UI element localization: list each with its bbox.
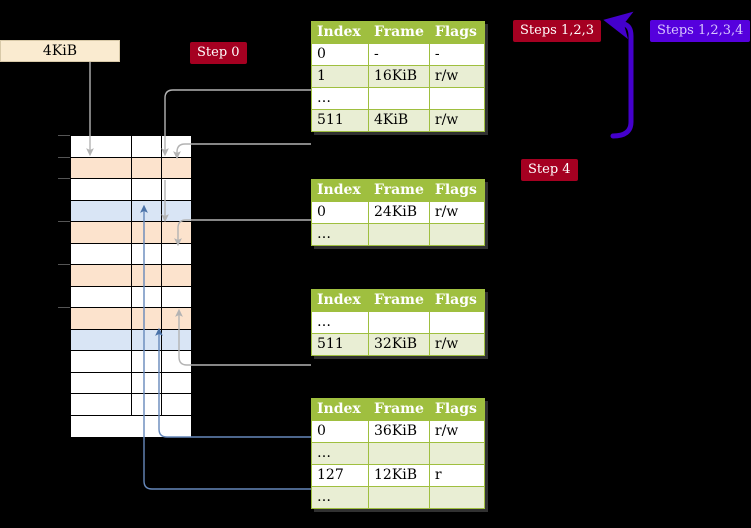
table-row: …: [311, 223, 485, 246]
column-header-flags: Flags: [428, 179, 485, 202]
memory-tick: [58, 156, 70, 158]
table-row: 511 4KiB r/w: [311, 109, 485, 132]
cell-index: …: [311, 223, 369, 246]
column-header-frame: Frame: [368, 179, 430, 202]
memory-column-divider: [161, 136, 162, 415]
cell-frame: 12KiB: [368, 464, 430, 487]
cell-flags: -: [428, 43, 485, 66]
cell-index: 511: [311, 333, 369, 356]
cell-index: 0: [311, 201, 369, 224]
cell-index: 0: [311, 420, 369, 443]
cell-frame: [368, 87, 430, 110]
memory-tick: [58, 135, 70, 136]
cell-flags: [428, 442, 485, 465]
cell-index: 511: [311, 109, 369, 132]
column-header-frame: Frame: [368, 289, 430, 312]
cell-frame: 4KiB: [368, 109, 430, 132]
memory-tick: [58, 264, 70, 265]
arrow-steps-1234-bracket: [603, 11, 634, 139]
cell-frame: [368, 442, 430, 465]
cell-flags: [428, 311, 485, 334]
table-row: 0 - -: [311, 43, 485, 66]
cell-index: 0: [311, 43, 369, 66]
cell-frame: -: [368, 43, 430, 66]
arrow-table1-row511-to-memory: [173, 143, 311, 160]
table-row: …: [311, 442, 485, 465]
cell-flags: r/w: [428, 65, 485, 88]
cell-frame: 16KiB: [368, 65, 430, 88]
table-row: 511 32KiB r/w: [311, 333, 485, 356]
page-table-level-4: Index Frame Flags 0 36KiB r/w … 127 12Ki…: [311, 398, 485, 509]
cell-frame: 32KiB: [368, 333, 430, 356]
arrow-table2-to-memory: [174, 219, 311, 247]
cell-index: …: [311, 486, 369, 509]
memory-tick: [58, 307, 70, 308]
page-table-level-1: Index Frame Flags 0 - - 1 16KiB r/w …: [311, 21, 485, 132]
memory-column-divider: [131, 136, 132, 415]
column-header-index: Index: [311, 21, 369, 44]
table-row: …: [311, 87, 485, 110]
cell-index: …: [311, 311, 369, 334]
column-header-index: Index: [311, 289, 369, 312]
badge-steps-123: Steps 1,2,3: [513, 20, 602, 42]
memory-tick: [58, 221, 70, 222]
badge-step-4: Step 4: [521, 159, 578, 181]
page-table-level-3: Index Frame Flags … 511 32KiB r/w: [311, 289, 485, 356]
cell-flags: r/w: [428, 201, 485, 224]
cell-flags: r: [428, 464, 485, 487]
cell-index: 1: [311, 65, 369, 88]
frame-size-box: 4KiB: [0, 40, 120, 62]
cell-index: …: [311, 87, 369, 110]
frame-size-label: 4KiB: [42, 43, 78, 59]
memory-tick: [58, 178, 70, 179]
cell-flags: r/w: [428, 333, 485, 356]
table-row: 0 36KiB r/w: [311, 420, 485, 443]
table-row: 127 12KiB r: [311, 464, 485, 487]
column-header-flags: Flags: [428, 398, 485, 421]
cell-flags: [428, 87, 485, 110]
column-header-frame: Frame: [368, 21, 430, 44]
cell-frame: [368, 223, 430, 246]
cell-flags: [428, 486, 485, 509]
column-header-index: Index: [311, 398, 369, 421]
table-row: …: [311, 486, 485, 509]
cell-frame: 36KiB: [368, 420, 430, 443]
page-table-level-2: Index Frame Flags 0 24KiB r/w …: [311, 179, 485, 246]
cell-index: …: [311, 442, 369, 465]
badge-steps-1234: Steps 1,2,3,4: [650, 20, 751, 42]
table-row: 1 16KiB r/w: [311, 65, 485, 88]
badge-step-0: Step 0: [190, 42, 247, 64]
column-header-flags: Flags: [428, 289, 485, 312]
column-header-flags: Flags: [428, 21, 485, 44]
table-row: 0 24KiB r/w: [311, 201, 485, 224]
physical-memory-column: [70, 135, 191, 437]
memory-frame-row: [71, 415, 191, 437]
column-header-frame: Frame: [368, 398, 430, 421]
arrow-table3-to-memory: [175, 308, 311, 366]
column-header-index: Index: [311, 179, 369, 202]
cell-flags: r/w: [428, 420, 485, 443]
cell-frame: [368, 486, 430, 509]
cell-frame: 24KiB: [368, 201, 430, 224]
cell-index: 127: [311, 464, 369, 487]
table-row: …: [311, 311, 485, 334]
cell-flags: r/w: [428, 109, 485, 132]
cell-frame: [368, 311, 430, 334]
cell-flags: [428, 223, 485, 246]
